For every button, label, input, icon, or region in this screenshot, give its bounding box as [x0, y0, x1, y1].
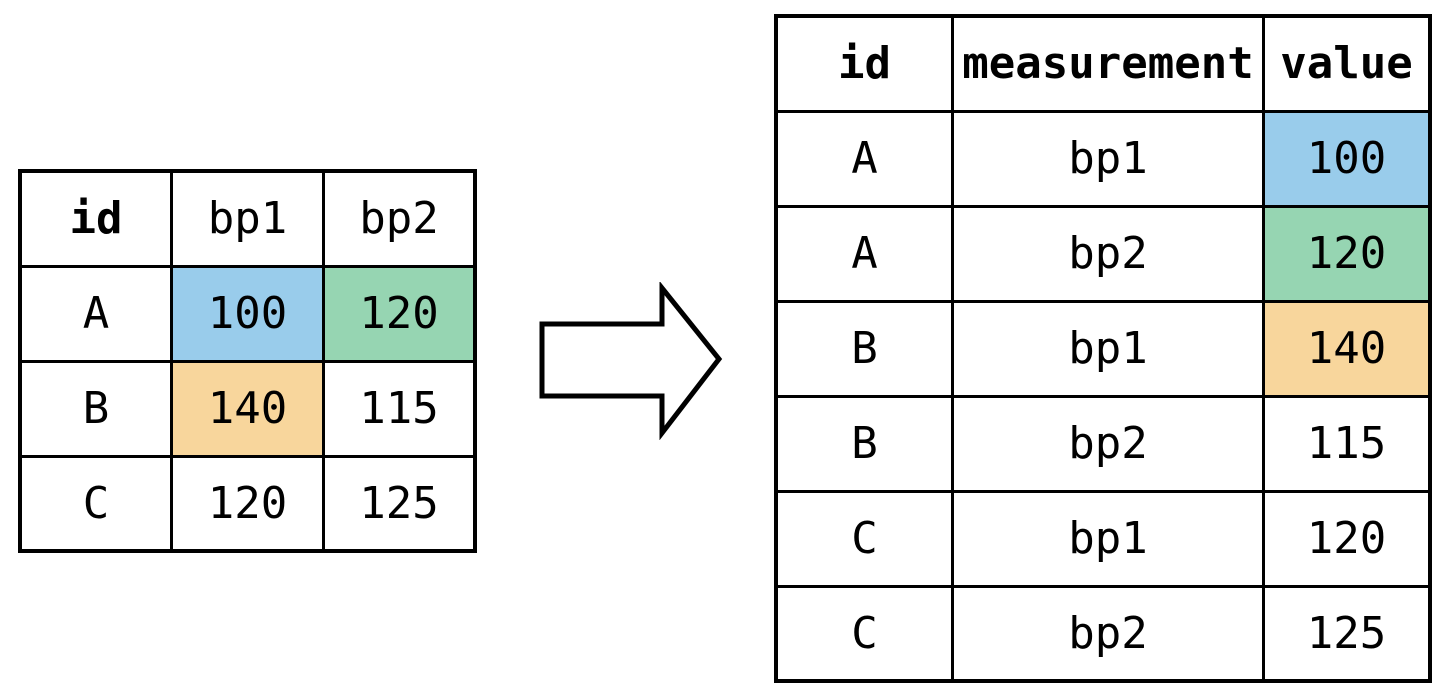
table-row: A bp1 100 — [774, 109, 1432, 208]
column-header-value: value — [1262, 14, 1432, 113]
table-row: C bp2 125 — [774, 584, 1432, 683]
table-row: A 100 120 — [18, 264, 477, 363]
table-cell: A — [774, 204, 954, 303]
table-row: B bp2 115 — [774, 394, 1432, 493]
wide-table: id bp1 bp2 A 100 120 B 140 115 C 120 125 — [18, 169, 477, 553]
table-cell: 125 — [1262, 584, 1432, 683]
table-row: C bp1 120 — [774, 489, 1432, 588]
table-header-row: id measurement value — [774, 14, 1432, 113]
table-cell: A — [18, 264, 173, 363]
table-cell: C — [774, 584, 954, 683]
table-cell: bp1 — [951, 299, 1265, 398]
table-cell: C — [18, 454, 173, 553]
table-cell: 115 — [1262, 394, 1432, 493]
long-table: id measurement value A bp1 100 A bp2 120… — [774, 14, 1432, 683]
highlighted-cell: 120 — [1262, 204, 1432, 303]
table-cell: bp1 — [951, 109, 1265, 208]
highlighted-cell: 100 — [170, 264, 325, 363]
table-cell: C — [774, 489, 954, 588]
table-row: A bp2 120 — [774, 204, 1432, 303]
table-cell: 120 — [170, 454, 325, 553]
table-header-row: id bp1 bp2 — [18, 169, 477, 268]
table-cell: 115 — [322, 359, 477, 458]
highlighted-cell: 120 — [322, 264, 477, 363]
column-header-id: id — [774, 14, 954, 113]
highlighted-cell: 100 — [1262, 109, 1432, 208]
table-cell: B — [774, 299, 954, 398]
arrow-right-icon — [535, 280, 727, 441]
highlighted-cell: 140 — [170, 359, 325, 458]
column-header-id: id — [18, 169, 173, 268]
table-cell: 120 — [1262, 489, 1432, 588]
column-header-bp2: bp2 — [322, 169, 477, 268]
table-cell: 125 — [322, 454, 477, 553]
table-row: B bp1 140 — [774, 299, 1432, 398]
table-cell: B — [18, 359, 173, 458]
table-cell: bp2 — [951, 204, 1265, 303]
column-header-bp1: bp1 — [170, 169, 325, 268]
table-cell: bp2 — [951, 394, 1265, 493]
table-cell: B — [774, 394, 954, 493]
column-header-measurement: measurement — [951, 14, 1265, 113]
table-row: C 120 125 — [18, 454, 477, 553]
table-row: B 140 115 — [18, 359, 477, 458]
table-cell: A — [774, 109, 954, 208]
table-cell: bp1 — [951, 489, 1265, 588]
table-cell: bp2 — [951, 584, 1265, 683]
highlighted-cell: 140 — [1262, 299, 1432, 398]
